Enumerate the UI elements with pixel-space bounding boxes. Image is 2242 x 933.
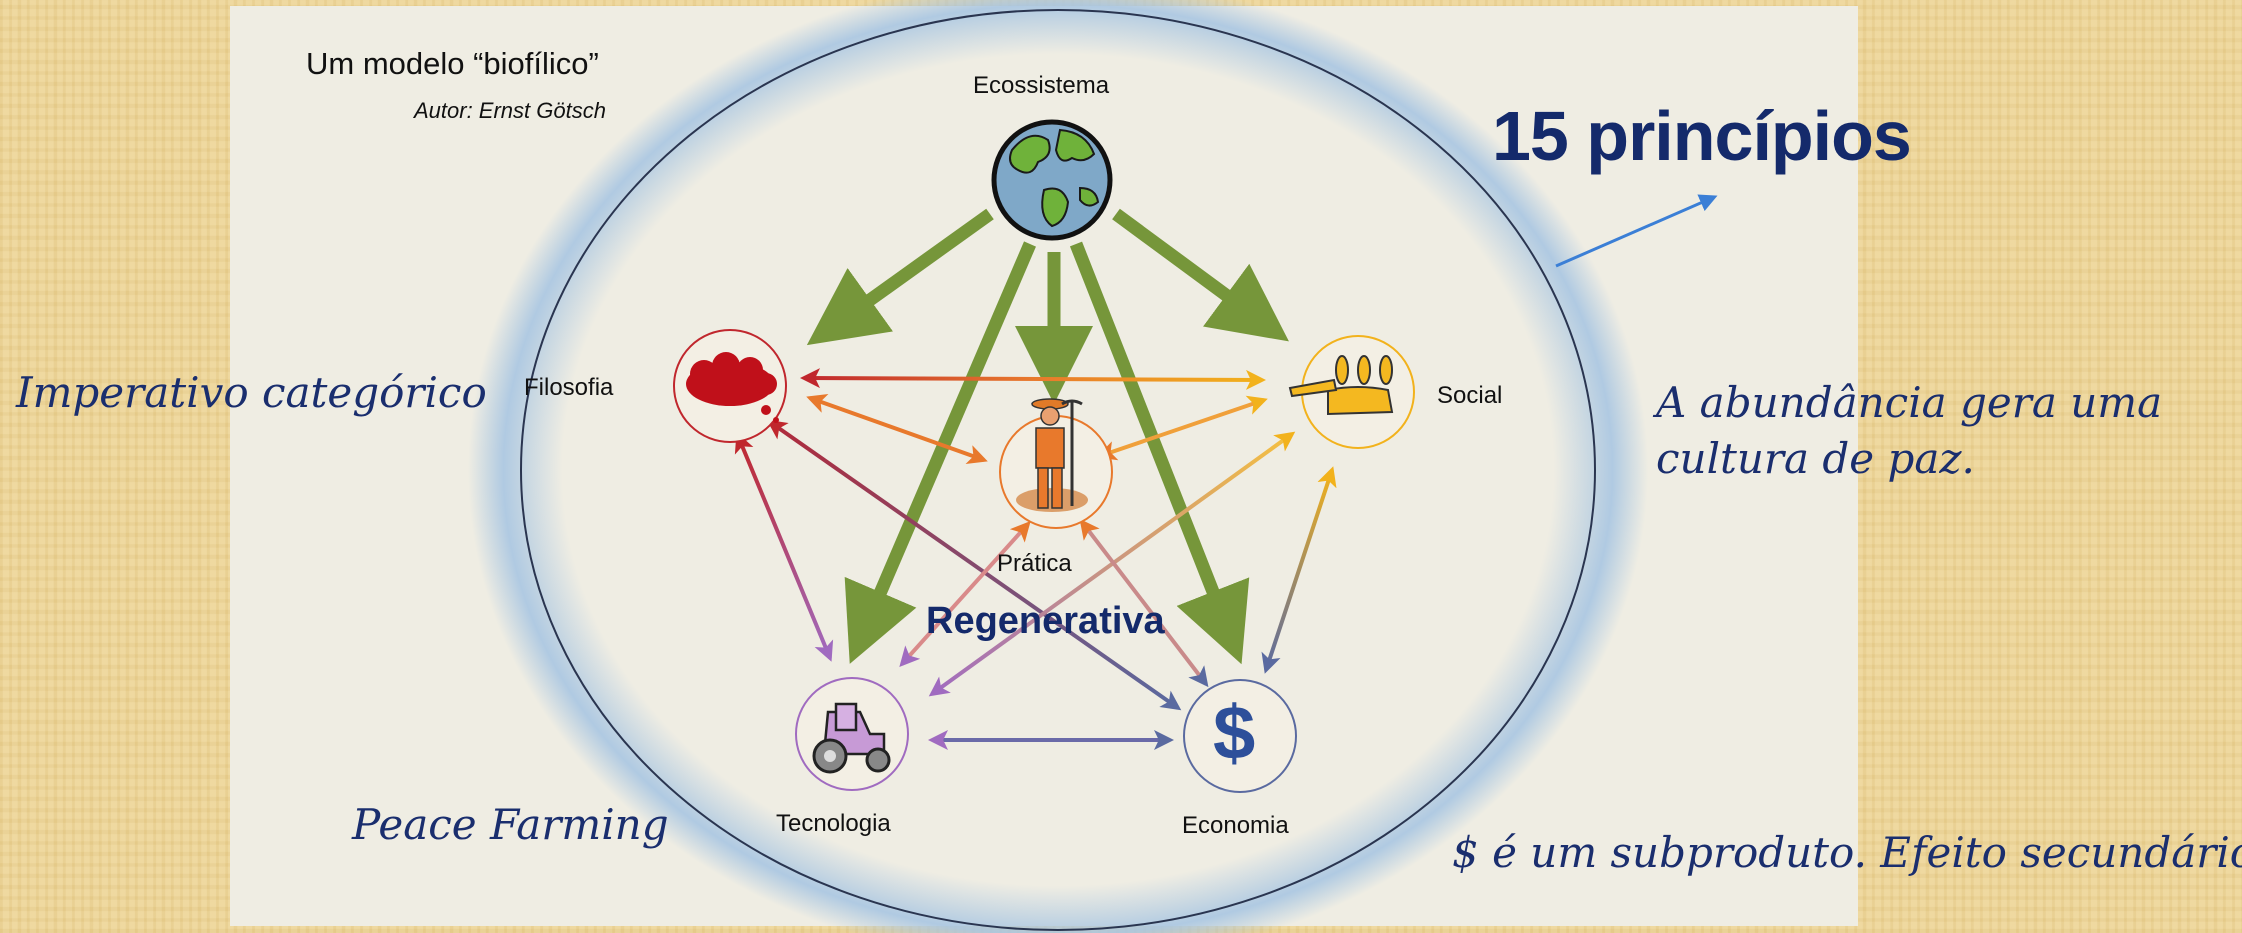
tractor-icon (812, 702, 891, 774)
label-economia: Economia (1182, 812, 1289, 839)
outer-ellipse (520, 9, 1596, 931)
slide-title: Um modelo “biofílico” (306, 46, 599, 81)
farmer-icon (1016, 398, 1088, 512)
annotation-imperativo: Imperativo categórico (16, 368, 487, 417)
label-regenerativa: Regenerativa (926, 600, 1165, 642)
tecnologia-node (795, 677, 909, 791)
annotation-abundancia-2: cultura de paz. (1656, 434, 1975, 483)
annotation-peace-farming: Peace Farming (352, 800, 669, 849)
pratica-node (999, 398, 1113, 529)
annotation-abundancia-1: A abundância gera uma (1656, 378, 2163, 427)
thought-cloud-icon (686, 352, 779, 423)
globe-icon (991, 119, 1113, 241)
label-filosofia: Filosofia (524, 374, 614, 401)
people-pointing-icon (1288, 355, 1394, 416)
annotation-subproduto: $ é um subproduto. Efeito secundário. (1452, 828, 2242, 877)
label-ecossistema: Ecossistema (973, 72, 1110, 99)
label-social: Social (1437, 382, 1503, 409)
label-tecnologia: Tecnologia (776, 810, 891, 837)
headline-15-principios: 15 princípios (1492, 97, 1912, 175)
filosofia-node (673, 329, 787, 443)
economia-node (1183, 679, 1297, 793)
label-pratica: Prática (997, 550, 1072, 577)
network-arrows (734, 368, 1337, 750)
dollar-icon: $ (1213, 691, 1256, 776)
social-node (1288, 335, 1415, 449)
headline-pointer-arrow (1555, 194, 1718, 268)
author-line: Autor: Ernst Götsch (414, 98, 606, 123)
